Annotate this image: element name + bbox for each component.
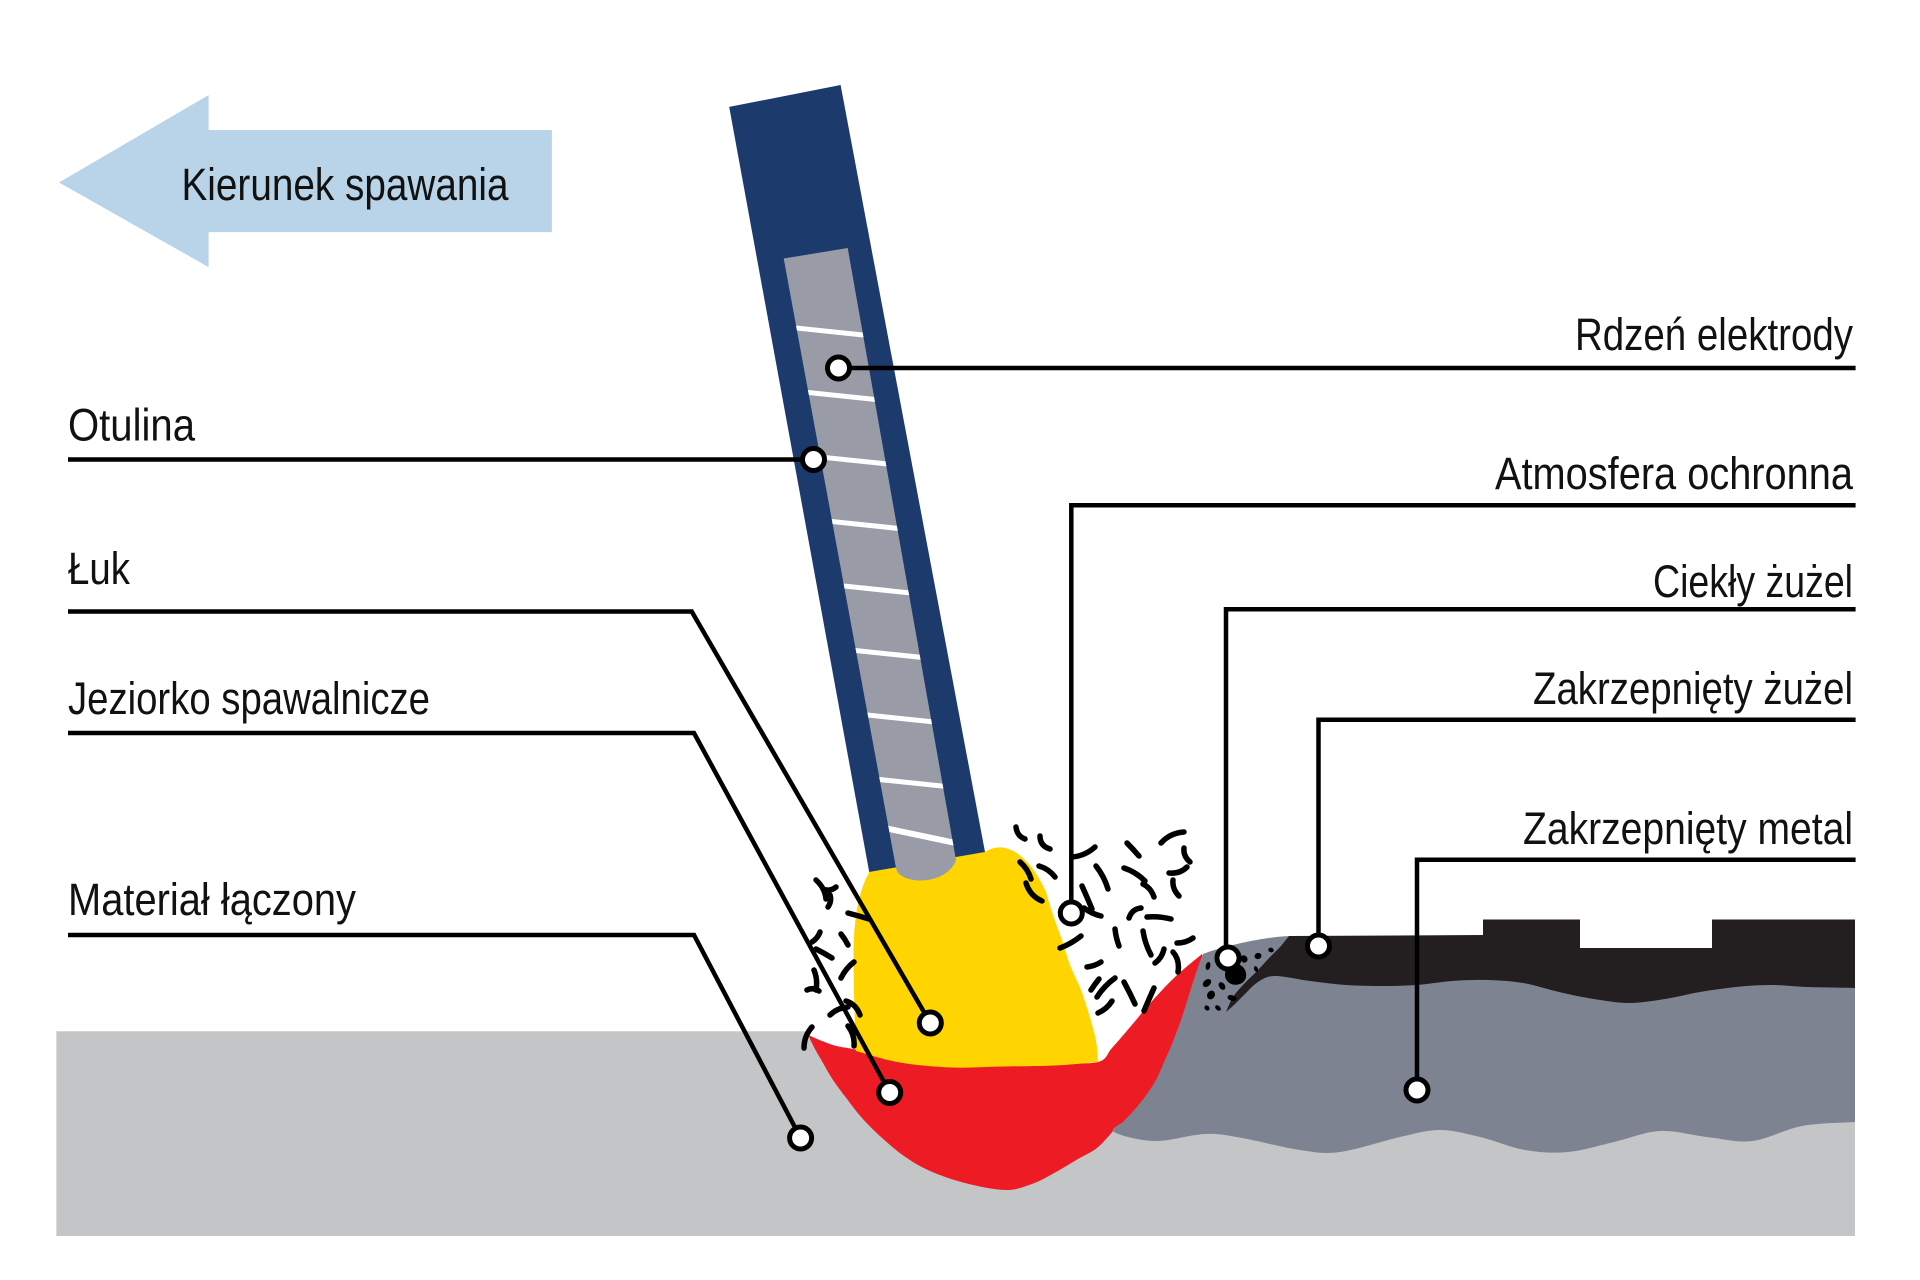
svg-text:Kierunek spawania: Kierunek spawania [182,159,510,210]
svg-text:Atmosfera ochronna: Atmosfera ochronna [1495,448,1854,499]
svg-text:Rdzeń elektrody: Rdzeń elektrody [1575,309,1853,360]
svg-text:Zakrzepnięty metal: Zakrzepnięty metal [1523,803,1853,854]
svg-text:Zakrzepnięty żużel: Zakrzepnięty żużel [1533,663,1853,714]
svg-text:Otulina: Otulina [68,400,196,451]
svg-text:Jeziorko spawalnicze: Jeziorko spawalnicze [68,673,430,724]
svg-text:Ciekły żużel: Ciekły żużel [1653,556,1853,607]
svg-text:Materiał łączony: Materiał łączony [68,874,356,925]
svg-text:Łuk: Łuk [68,543,130,594]
